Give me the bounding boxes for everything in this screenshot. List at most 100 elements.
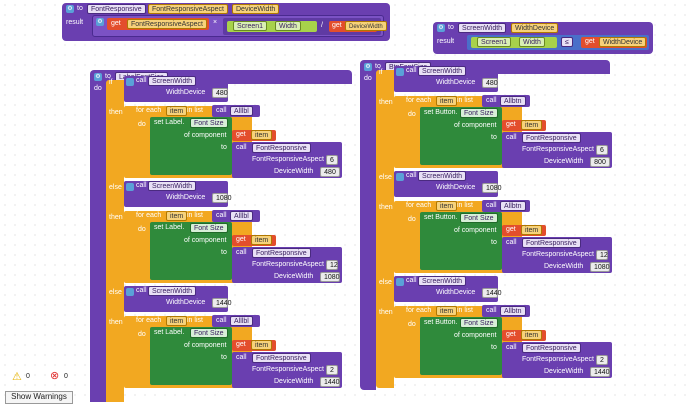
fontresponsive-procedure-block[interactable]: ⚙ to FontResponsive FontResponsiveAspect… bbox=[62, 3, 390, 41]
if-block[interactable] bbox=[376, 70, 394, 388]
list-procedure-name[interactable]: Alllbl bbox=[230, 211, 253, 221]
procedure-name[interactable]: ScreenWidth bbox=[148, 181, 197, 191]
loop-variable[interactable]: item bbox=[436, 306, 458, 316]
branch-keyword: else if bbox=[379, 279, 398, 286]
screenwidth-procedure-block[interactable]: ⚙ to ScreenWidth WidthDevice result Scre… bbox=[433, 22, 653, 54]
param-width-device[interactable]: WidthDevice bbox=[511, 23, 559, 33]
number-value[interactable]: 1080 bbox=[320, 272, 340, 282]
number-value[interactable]: 480 bbox=[482, 78, 498, 88]
procedure-name[interactable]: FontResponsive bbox=[87, 4, 146, 14]
procedure-name[interactable]: FontResponsive bbox=[522, 133, 581, 143]
multiply-operator: × bbox=[213, 19, 218, 26]
param-label: FontResponsiveAspect bbox=[252, 261, 324, 268]
param-label: DeviceWidth bbox=[274, 168, 314, 175]
param-font-responsive-aspect[interactable]: FontResponsiveAspect bbox=[148, 4, 228, 14]
number-value[interactable]: 12 bbox=[326, 260, 338, 270]
param-device-width[interactable]: DeviceWidth bbox=[232, 4, 280, 14]
get-block[interactable]: get WidthDevice bbox=[581, 37, 647, 48]
screen-component[interactable]: Screen1 bbox=[477, 37, 512, 47]
procedure-name[interactable]: FontResponsive bbox=[252, 353, 311, 363]
procedure-name[interactable]: ScreenWidth bbox=[458, 23, 507, 33]
property-dropdown[interactable]: Font Size bbox=[460, 108, 498, 118]
multiply-block[interactable]: ⚙ get FontResponsiveAspect × Screen1 Wid… bbox=[92, 15, 387, 37]
number-value[interactable]: 2 bbox=[326, 365, 338, 375]
number-value[interactable]: 2 bbox=[596, 355, 608, 365]
loop-variable[interactable]: item bbox=[166, 106, 188, 116]
number-value[interactable]: 6 bbox=[326, 155, 338, 165]
get-block[interactable]: get DeviceWidth bbox=[329, 21, 387, 32]
width-property[interactable]: Width bbox=[519, 37, 545, 47]
get-variable[interactable]: item bbox=[521, 330, 543, 340]
gear-icon[interactable] bbox=[396, 173, 404, 181]
property-dropdown[interactable]: Font Size bbox=[460, 213, 498, 223]
list-procedure-name[interactable]: Alllbl bbox=[230, 106, 253, 116]
number-value[interactable]: 480 bbox=[320, 167, 340, 177]
number-value[interactable]: 800 bbox=[590, 157, 610, 167]
number-value[interactable]: 1440 bbox=[590, 367, 610, 377]
property-dropdown[interactable]: Font Size bbox=[460, 318, 498, 328]
procedure-name[interactable]: ScreenWidth bbox=[418, 276, 467, 286]
compare-operator[interactable]: ≤ bbox=[561, 37, 573, 47]
gear-icon[interactable]: ⚙ bbox=[437, 24, 445, 32]
number-value[interactable]: 1080 bbox=[482, 183, 502, 193]
get-variable[interactable]: item bbox=[521, 120, 543, 130]
gear-icon[interactable]: ⚙ bbox=[94, 73, 102, 81]
number-value[interactable]: 1440 bbox=[212, 298, 232, 308]
gear-icon[interactable] bbox=[396, 68, 404, 76]
do-label: do bbox=[138, 226, 146, 233]
warning-triangle-icon: ⚠ bbox=[12, 371, 22, 383]
gear-icon[interactable] bbox=[126, 78, 134, 86]
number-value[interactable]: 6 bbox=[596, 145, 608, 155]
get-variable[interactable]: item bbox=[251, 340, 273, 350]
compare-block[interactable]: Screen1 Width ≤ get WidthDevice bbox=[467, 35, 649, 50]
procedure-name[interactable]: ScreenWidth bbox=[148, 286, 197, 296]
if-block[interactable] bbox=[106, 80, 124, 402]
list-procedure-name[interactable]: Allbtn bbox=[500, 201, 526, 211]
screen-width-block[interactable]: Screen1 Width bbox=[227, 21, 317, 32]
loop-variable[interactable]: item bbox=[436, 96, 458, 106]
get-variable[interactable]: item bbox=[251, 235, 273, 245]
to-label: to bbox=[77, 5, 83, 12]
number-value[interactable]: 1080 bbox=[590, 262, 610, 272]
get-variable[interactable]: DeviceWidth bbox=[345, 21, 387, 31]
gear-icon[interactable] bbox=[396, 278, 404, 286]
loop-variable[interactable]: item bbox=[166, 316, 188, 326]
number-value[interactable]: 1440 bbox=[482, 288, 502, 298]
number-value[interactable]: 1440 bbox=[320, 377, 340, 387]
of-component-label: of component bbox=[454, 227, 497, 234]
procedure-name[interactable]: FontResponsive bbox=[522, 343, 581, 353]
get-variable[interactable]: WidthDevice bbox=[599, 37, 647, 47]
property-dropdown[interactable]: Font Size bbox=[190, 328, 228, 338]
screen-component[interactable]: Screen1 bbox=[233, 21, 268, 31]
procedure-name[interactable]: FontResponsive bbox=[252, 143, 311, 153]
get-variable[interactable]: item bbox=[251, 130, 273, 140]
gear-icon[interactable]: ⚙ bbox=[96, 18, 104, 26]
get-variable[interactable]: item bbox=[521, 225, 543, 235]
gear-icon[interactable]: ⚙ bbox=[66, 5, 74, 13]
procedure-name[interactable]: ScreenWidth bbox=[418, 171, 467, 181]
width-property[interactable]: Width bbox=[275, 21, 301, 31]
screen-width-block[interactable]: Screen1 Width bbox=[471, 37, 557, 48]
gear-icon[interactable] bbox=[126, 183, 134, 191]
loop-variable[interactable]: item bbox=[436, 201, 458, 211]
procedure-name[interactable]: FontResponsive bbox=[252, 248, 311, 258]
gear-icon[interactable]: ⚙ bbox=[364, 63, 372, 71]
number-value[interactable]: 480 bbox=[212, 88, 228, 98]
get-variable[interactable]: FontResponsiveAspect bbox=[127, 19, 207, 29]
property-dropdown[interactable]: Font Size bbox=[190, 118, 228, 128]
show-warnings-button[interactable]: Show Warnings bbox=[5, 391, 73, 404]
procedure-name[interactable]: ScreenWidth bbox=[418, 66, 467, 76]
number-value[interactable]: 1080 bbox=[212, 193, 232, 203]
number-value[interactable]: 12 bbox=[596, 250, 608, 260]
divide-block[interactable]: Screen1 Width / get DeviceWidth bbox=[223, 18, 387, 35]
property-dropdown[interactable]: Font Size bbox=[190, 223, 228, 233]
list-procedure-name[interactable]: Alllbl bbox=[230, 316, 253, 326]
gear-icon[interactable] bbox=[126, 288, 134, 296]
get-label: get bbox=[506, 226, 516, 233]
list-procedure-name[interactable]: Allbtn bbox=[500, 306, 526, 316]
get-block[interactable]: get FontResponsiveAspect bbox=[107, 18, 209, 30]
list-procedure-name[interactable]: Allbtn bbox=[500, 96, 526, 106]
procedure-name[interactable]: ScreenWidth bbox=[148, 76, 197, 86]
loop-variable[interactable]: item bbox=[166, 211, 188, 221]
procedure-name[interactable]: FontResponsive bbox=[522, 238, 581, 248]
